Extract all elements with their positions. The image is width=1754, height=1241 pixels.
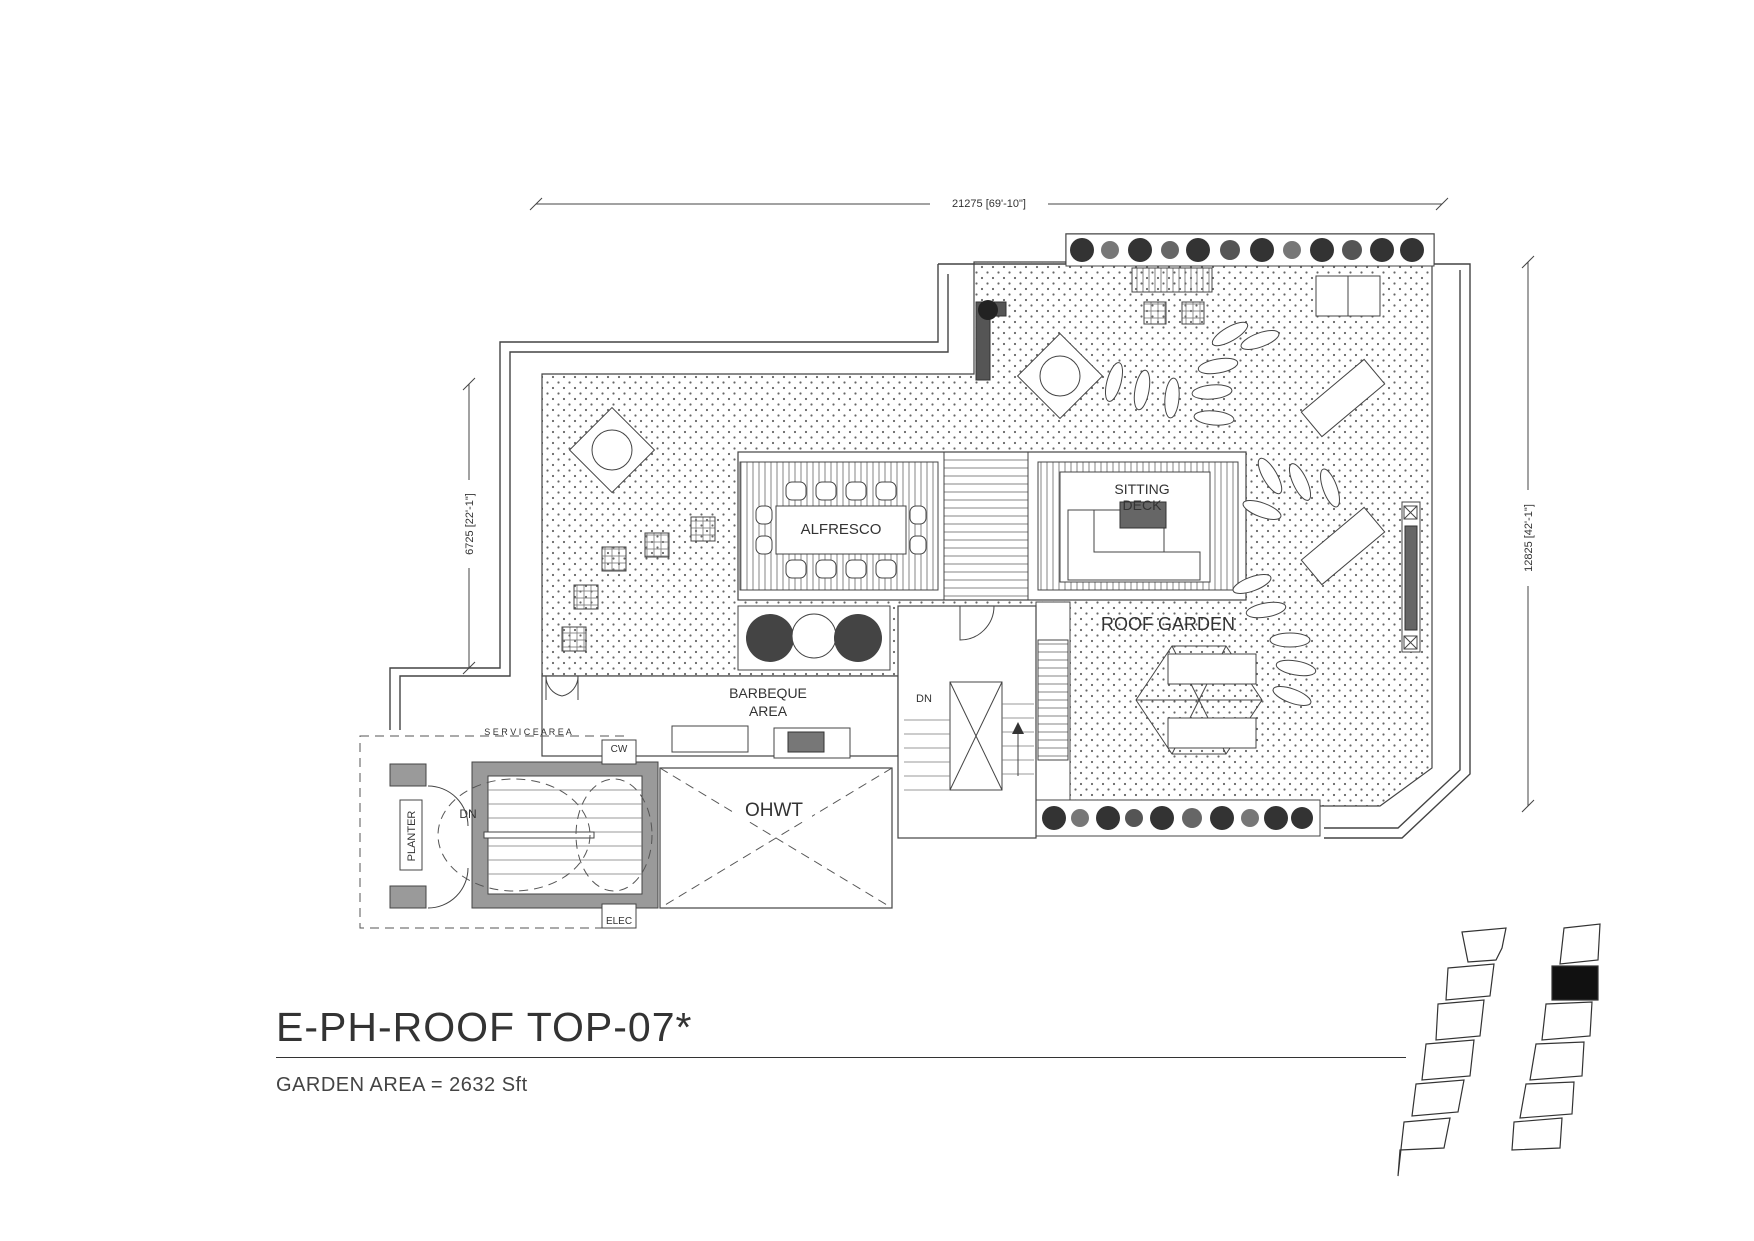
alfresco-label: ALFRESCO: [801, 521, 882, 538]
plan-title: E-PH-ROOF TOP-07*: [276, 1004, 693, 1050]
width-dimension: 21275 [69'-10"]: [529, 195, 1449, 211]
key-plan: [1397, 923, 1601, 1177]
planter-label: PLANTER: [406, 811, 418, 862]
ohwt-label: OHWT: [745, 800, 803, 821]
garden-area-label: GARDEN AREA = 2632 Sft: [276, 1074, 528, 1096]
bottom-planter: [1035, 799, 1321, 837]
top-bench: [1131, 267, 1381, 325]
alfresco-dining: ALFRESCO: [755, 481, 927, 579]
sitting-label: SITTING: [1114, 481, 1169, 497]
top-planter: [1065, 233, 1435, 267]
stair-lift-core: DN: [897, 605, 1037, 839]
roof-garden-label: ROOF GARDEN: [1101, 614, 1235, 634]
terrace-doors: [545, 675, 579, 700]
surfboard-decor: [1104, 321, 1340, 706]
sun-loungers: [1300, 358, 1386, 586]
left-height-dimension-label: 6725 [22'-1"]: [464, 493, 476, 555]
right-height-dimension: 12825 [42'-1"]: [1520, 255, 1536, 813]
deck-label: DECK: [1123, 497, 1163, 513]
service-area-label: S E R V I C E A R E A: [484, 727, 572, 737]
right-planter: [1401, 501, 1421, 653]
bbq-planter: [737, 605, 891, 671]
barbeque-label-2: AREA: [749, 703, 788, 719]
stair-lift-dn-label: DN: [916, 693, 932, 705]
ohwt-tank: OHWT: [659, 767, 893, 909]
title-divider: [276, 1057, 1406, 1058]
barbeque-label-1: BARBEQUE: [729, 685, 807, 701]
barbeque-area: BARBEQUE AREA S E R V I C E A R E A: [484, 675, 899, 759]
sitting-deck: SITTING DECK: [1059, 471, 1211, 583]
elec-label: ELEC: [606, 916, 632, 927]
width-dimension-label: 21275 [69'-10"]: [952, 198, 1026, 210]
round-table-left: [568, 406, 656, 494]
stair-side-planters: [1035, 601, 1071, 801]
round-table-top: [1016, 332, 1104, 420]
cw-label: CW: [611, 744, 628, 755]
utility-cabinets: CW ELEC: [601, 739, 637, 929]
right-height-dimension-label: 12825 [42'-1"]: [1523, 504, 1535, 572]
stair-dn-label: DN: [459, 807, 476, 821]
left-height-dimension: 6725 [22'-1"]: [461, 377, 477, 675]
title-block: E-PH-ROOF TOP-07* GARDEN AREA = 2632 Sft: [276, 1003, 1406, 1097]
key-plan-tower-left: [1397, 927, 1507, 1177]
corner-planter: [975, 300, 1007, 381]
stair-core: DN PLANTER: [389, 761, 659, 909]
hex-gazebo: [1135, 645, 1263, 755]
stepping-stones: [561, 516, 716, 652]
key-plan-tower-right: [1511, 923, 1601, 1151]
